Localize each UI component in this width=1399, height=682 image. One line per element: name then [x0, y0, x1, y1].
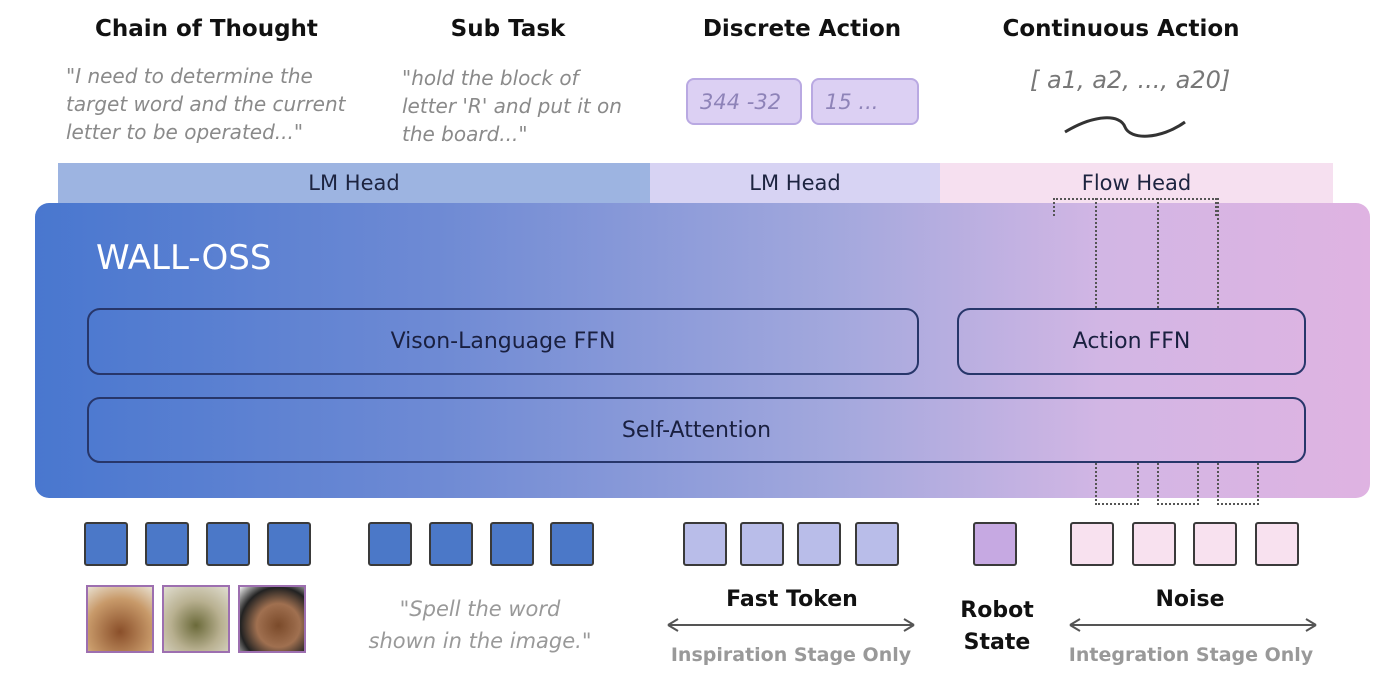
noise-token	[1193, 522, 1237, 566]
camera-image	[86, 585, 154, 653]
lm-head-discrete: LM Head	[650, 163, 940, 203]
fast-token	[797, 522, 841, 566]
robot-state-label: Robot State	[960, 598, 1034, 655]
noise-note: Integration Stage Only	[1068, 644, 1314, 666]
model-name: WALL-OSS	[96, 238, 272, 278]
action-ffn: Action FFN	[957, 308, 1306, 375]
flow-connector	[1095, 198, 1097, 308]
vision-language-ffn: Vison-Language FFN	[87, 308, 919, 375]
noise-token	[1070, 522, 1114, 566]
instruction-text: "Spell the word shown in the image."	[368, 597, 592, 653]
text-token	[550, 522, 594, 566]
double-arrow-icon	[1069, 618, 1317, 632]
lm-head-text: LM Head	[58, 163, 650, 203]
cot-text: "I need to determine the target word and…	[66, 64, 346, 144]
flow-connector	[1095, 463, 1139, 505]
fast-token	[683, 522, 727, 566]
self-attention: Self-Attention	[87, 397, 1306, 463]
fast-token	[740, 522, 784, 566]
discrete-token: 15 ...	[811, 78, 919, 125]
subtask-text: "hold the block of letter 'R' and put it…	[402, 66, 622, 146]
discrete-token: 344 -32	[686, 78, 802, 125]
flow-connector	[1217, 463, 1259, 505]
discrete-action-title: Discrete Action	[702, 16, 902, 42]
wave-icon	[1064, 116, 1186, 138]
noise-token	[1255, 522, 1299, 566]
fast-token-label: Fast Token	[726, 587, 858, 612]
fast-token	[855, 522, 899, 566]
camera-image	[238, 585, 306, 653]
image-token	[145, 522, 189, 566]
flow-connector	[1157, 198, 1159, 308]
subtask-title: Sub Task	[450, 16, 566, 42]
noise-label: Noise	[1155, 587, 1225, 612]
continuous-action-text: [ a1, a2, ..., a20]	[1030, 66, 1231, 94]
flow-connector	[1217, 198, 1219, 308]
camera-image	[162, 585, 230, 653]
double-arrow-icon	[667, 618, 915, 632]
cot-title: Chain of Thought	[95, 16, 318, 42]
flow-connector	[1053, 198, 1217, 216]
noise-token	[1132, 522, 1176, 566]
wall-oss-model	[35, 203, 1370, 498]
flow-head: Flow Head	[940, 163, 1333, 203]
image-token	[84, 522, 128, 566]
fast-token-note: Inspiration Stage Only	[670, 644, 912, 666]
text-token	[490, 522, 534, 566]
text-token	[368, 522, 412, 566]
image-token	[267, 522, 311, 566]
text-token	[429, 522, 473, 566]
flow-connector	[1157, 463, 1199, 505]
robot-state-token	[973, 522, 1017, 566]
image-token	[206, 522, 250, 566]
continuous-action-title: Continuous Action	[1002, 16, 1240, 42]
